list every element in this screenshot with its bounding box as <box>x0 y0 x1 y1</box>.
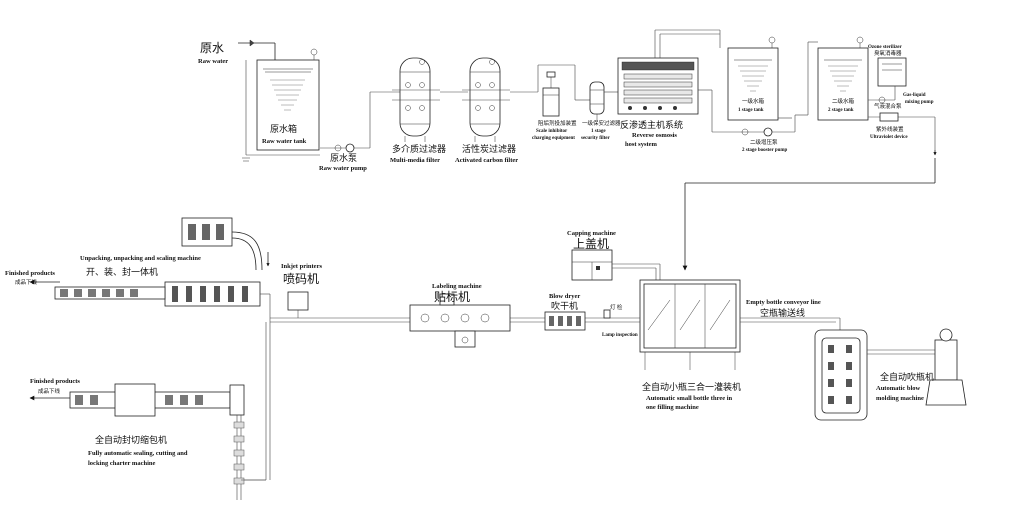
finished-products-output-2: Finished products 成品下线 <box>29 378 80 401</box>
inkjet-printers-cn-label: 喷码机 <box>283 272 319 286</box>
empty-bottle-conveyor: Empty bottle conveyor line 空瓶输送线 <box>740 299 841 330</box>
stage2-booster-pump: 二级增压泵 2 stage booster pump <box>742 138 788 153</box>
reverse-osmosis-en-label-2: host system <box>625 141 658 148</box>
filling-machine: 全自动小瓶三合一灌装机 Automatic small bottle three… <box>639 279 741 411</box>
blow-dryer-cn-label: 吹干机 <box>551 300 578 311</box>
finished-products-output-1: Finished products 成品下线 <box>5 270 166 300</box>
finished-products-2-en-label: Finished products <box>30 378 80 385</box>
stage2-tank-cn-label: 二级水箱 <box>832 97 855 105</box>
water-to-filling-line <box>682 158 936 271</box>
unpacking-machine-cn-label: 开、装、封一体机 <box>86 266 158 277</box>
scale-inhibitor-en-label-1: Scale inhibitor <box>536 129 568 134</box>
inkjet-printers-en-label: Inkjet printers <box>281 263 322 270</box>
uv-device-en-label: Ultraviolet device <box>870 135 908 140</box>
inkjet-printers: Inkjet printers 喷码机 <box>281 263 322 318</box>
reverse-osmosis-cn-label: 反渗透主机系统 <box>620 119 683 130</box>
stage2-tank-en-label: 2 stage tank <box>828 108 854 113</box>
gas-liquid-pump-en-label-2: mixing pump <box>905 100 934 105</box>
capping-machine-cn-label: 上盖机 <box>573 237 609 251</box>
multimedia-filter-en-label: Multi-media filter <box>390 157 440 164</box>
reverse-osmosis-en-label-1: Reverse osmosis <box>632 132 677 139</box>
blow-dryer-en-label: Blow dryer <box>549 293 580 300</box>
multimedia-filter-cn-label: 多介质过滤器 <box>392 143 446 154</box>
filling-machine-en-label-1: Automatic small bottle three in <box>646 395 733 402</box>
capping-machine-en-label: Capping machine <box>567 230 616 237</box>
empty-bottle-conveyor-cn-label: 空瓶输送线 <box>760 307 805 318</box>
shrink-wrap-cn-label: 全自动封切缩包机 <box>95 434 167 445</box>
labeling-machine-en-label: Labeling machine <box>432 283 482 290</box>
gas-liquid-pump-en-label-1: Gas-liquid <box>903 93 926 98</box>
finished-products-1-en-label: Finished products <box>5 270 55 277</box>
blow-molding-en-label-2: molding machine <box>876 395 924 402</box>
stage1-tank: 一级水箱 1 stage tank <box>711 30 808 137</box>
finished-products-1-cn-label: 成品下线 <box>15 278 38 286</box>
ozone-sterilizer-cn-label: 臭氧消毒器 <box>874 49 902 57</box>
raw-water-inlet: 原水 Raw water <box>198 39 276 65</box>
uv-device-cn-label: 紫外线装置 <box>876 125 904 133</box>
security-filter: 一级保安过滤器 1 stage security filter <box>581 81 621 141</box>
filling-machine-en-label-2: one filling machine <box>646 404 699 411</box>
blow-molding-en-label-1: Automatic blow <box>876 385 921 392</box>
blow-molding-cn-label: 全自动吹瓶机 <box>880 371 934 382</box>
reverse-osmosis-system: 反渗透主机系统 Reverse osmosis host system <box>617 29 720 148</box>
capping-machine: Capping machine 上盖机 <box>567 230 661 281</box>
blow-dryer: Blow dryer 吹干机 <box>544 293 586 331</box>
security-filter-en-label-1: 1 stage <box>591 129 606 134</box>
ozone-sterilizer-en-label: Ozone sterilizer <box>868 45 903 50</box>
stage1-tank-cn-label: 一级水箱 <box>742 97 765 105</box>
raw-water-pump-en-label: Raw water pump <box>319 165 367 172</box>
shrink-wrap-machine: 全自动封切缩包机 Fully automatic sealing, cuttin… <box>69 383 266 500</box>
lamp-inspection-cn-label: 灯 检 <box>610 303 623 311</box>
scale-inhibitor-cn-label: 阻垢剂投加装置 <box>538 119 577 127</box>
unpacking-packing-sealing-machine: Unpacking, unpacking and scaling machine… <box>80 217 271 481</box>
multimedia-filter: 多介质过滤器 Multi-media filter <box>390 57 468 164</box>
shrink-wrap-en-label-2: locking charter machine <box>88 460 156 467</box>
labeling-machine-cn-label: 贴标机 <box>434 290 470 304</box>
lamp-inspection-en-label: Lamp inspection <box>602 333 638 338</box>
raw-water-en-label: Raw water <box>198 58 228 65</box>
empty-bottle-conveyor-en-label: Empty bottle conveyor line <box>746 299 821 306</box>
scale-inhibitor-en-label-2: charging equipment <box>532 136 575 141</box>
activated-carbon-filter-en-label: Activated carbon filter <box>455 157 518 164</box>
blow-molding-machine: 全自动吹瓶机 Automatic blow molding machine <box>814 328 967 421</box>
activated-carbon-filter-cn-label: 活性炭过滤器 <box>462 143 516 154</box>
scale-inhibitor-equipment: 阻垢剂投加装置 Scale inhibitor charging equipme… <box>532 65 590 141</box>
raw-water-pump-cn-label: 原水泵 <box>330 152 357 163</box>
unpacking-machine-en-label: Unpacking, unpacking and scaling machine <box>80 255 201 262</box>
raw-water-cn-label: 原水 <box>200 41 224 55</box>
ozone-uv-section: Ozone sterilizer 臭氧消毒器 Gas-liquid mixing… <box>868 45 937 156</box>
activated-carbon-filter: 活性炭过滤器 Activated carbon filter <box>455 57 575 164</box>
gas-liquid-pump-cn-label: 气液混合泵 <box>874 102 902 110</box>
finished-products-2-cn-label: 成品下线 <box>38 387 61 395</box>
shrink-wrap-en-label-1: Fully automatic sealing, cutting and <box>88 450 188 457</box>
stage2-tank: 二级水箱 2 stage tank <box>807 36 869 121</box>
stage2-pump-cn-label: 二级增压泵 <box>750 138 778 146</box>
security-filter-cn-label: 一级保安过滤器 <box>582 119 621 127</box>
stage1-tank-en-label: 1 stage tank <box>738 108 764 113</box>
raw-water-tank-en-label: Raw water tank <box>262 138 307 145</box>
raw-water-pump: 原水泵 Raw water pump <box>319 91 400 172</box>
lamp-inspection: 灯 检 Lamp inspection <box>602 303 638 338</box>
labeling-machine: Labeling machine 贴标机 <box>409 283 511 348</box>
filling-machine-cn-label: 全自动小瓶三合一灌装机 <box>642 381 741 392</box>
security-filter-en-label-2: security filter <box>581 136 611 141</box>
raw-water-tank: 原水箱 Raw water tank <box>242 48 320 162</box>
raw-water-tank-cn-label: 原水箱 <box>270 123 297 134</box>
stage2-pump-en-label: 2 stage booster pump <box>742 148 788 153</box>
